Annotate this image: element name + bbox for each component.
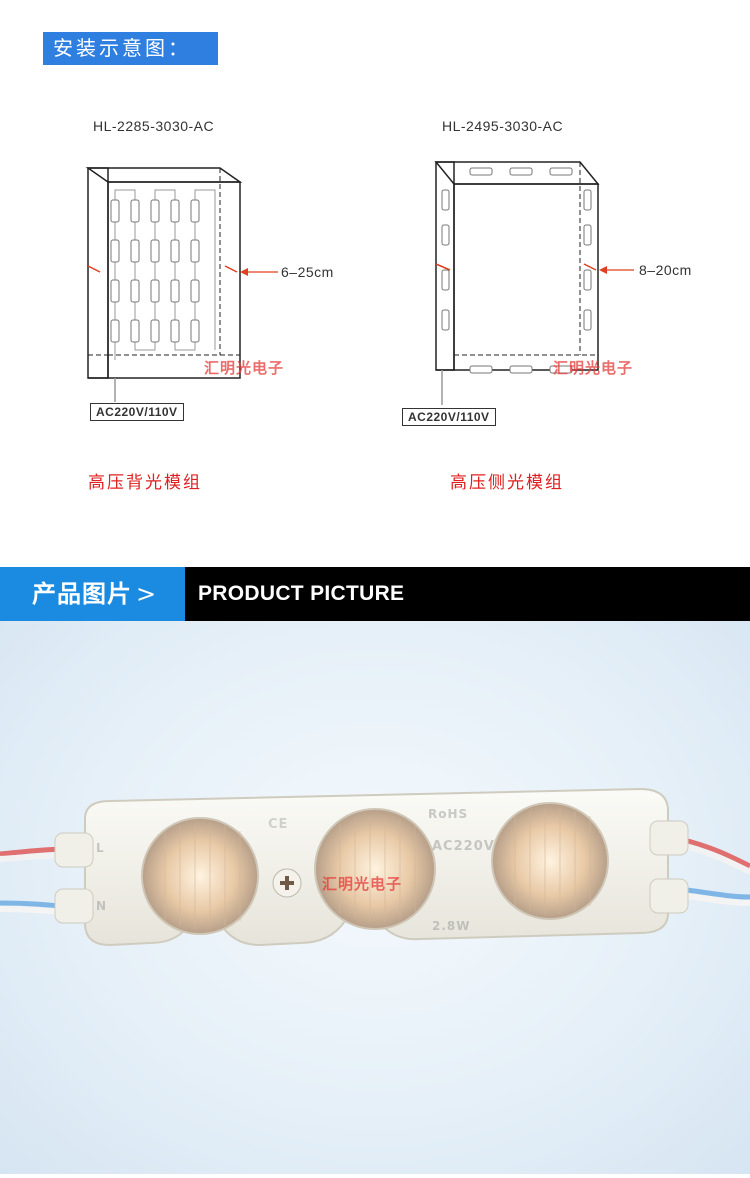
- backlight-diagram: [85, 167, 278, 402]
- rohs-mark: RoHS: [428, 807, 469, 821]
- section-title-cn: 产品图片: [32, 580, 132, 608]
- n-mark: N: [96, 899, 108, 913]
- ce-mark: CE: [268, 817, 289, 832]
- section-header-cn: 产品图片>: [0, 567, 185, 621]
- diagram-2-watermark: 汇明光电子: [553, 359, 634, 377]
- chevron-right-icon: >: [136, 580, 158, 608]
- led-module-image: [0, 787, 750, 947]
- diagram-1-dimension: 6–25cm: [281, 264, 334, 280]
- diagram-1-caption: 高压背光模组: [88, 473, 202, 493]
- diagram-2-dimension: 8–20cm: [639, 262, 692, 278]
- diagram-1-power-label: AC220V/110V: [90, 403, 184, 421]
- product-photo: CE RoHS AC220V 2.8W L N 汇明光电子: [0, 621, 750, 1174]
- l-mark: L: [96, 841, 105, 855]
- power-mark: 2.8W: [432, 919, 471, 933]
- section-title-en: PRODUCT PICTURE: [198, 582, 405, 605]
- section-header: 产品图片> PRODUCT PICTURE: [0, 567, 750, 621]
- diagram-2: [420, 150, 720, 435]
- voltage-mark: AC220V: [432, 839, 495, 854]
- diagram-2-model: HL-2495-3030-AC: [442, 118, 564, 134]
- diagram-2-caption: 高压侧光模组: [450, 473, 564, 493]
- diagram-1: [70, 150, 370, 435]
- diagram-1-watermark: 汇明光电子: [204, 359, 285, 377]
- sidelight-diagram: [434, 161, 634, 405]
- install-title: 安装示意图：: [43, 32, 218, 65]
- diagram-1-model: HL-2285-3030-AC: [93, 118, 215, 134]
- diagram-2-power-label: AC220V/110V: [402, 408, 496, 426]
- product-watermark: 汇明光电子: [322, 875, 403, 893]
